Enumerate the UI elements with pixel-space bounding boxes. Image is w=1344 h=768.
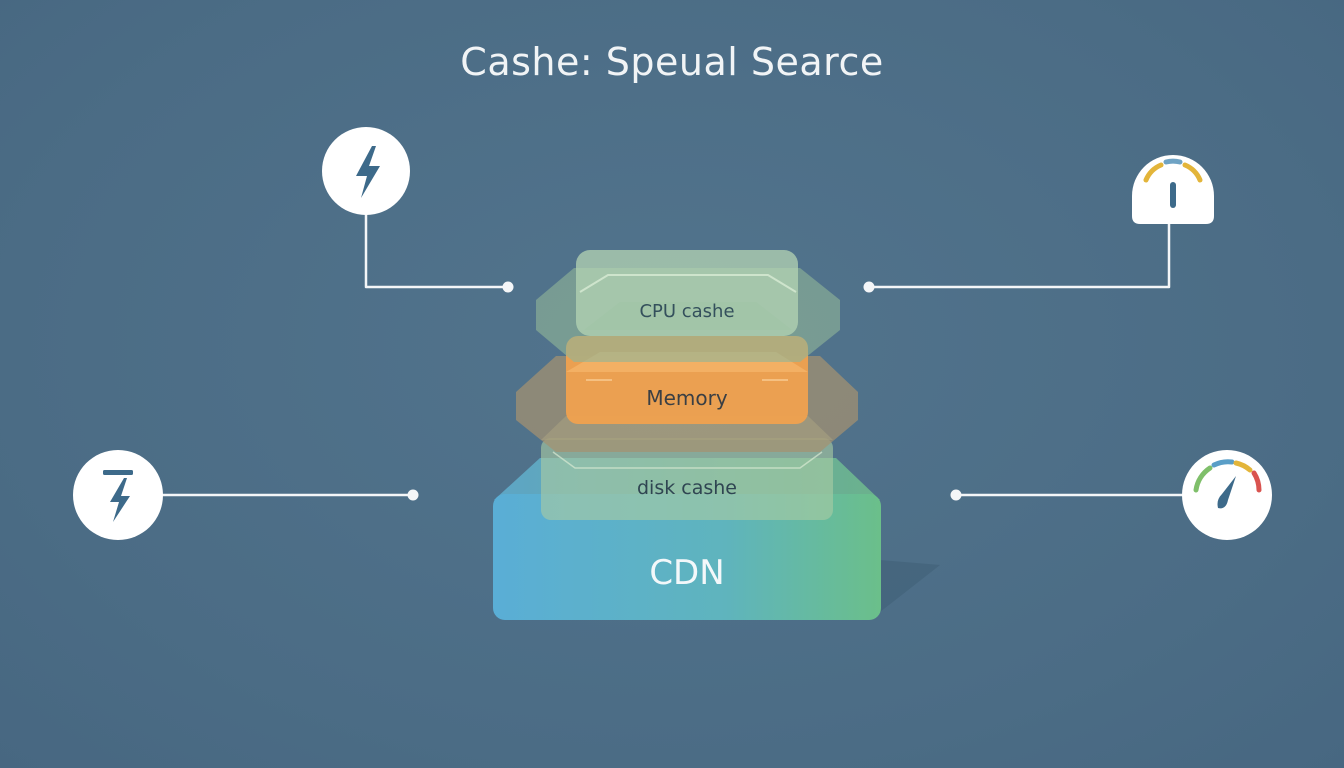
lightning-bar-icon [73, 450, 163, 540]
lightning-icon [322, 127, 410, 215]
connector-bottom-right [950, 489, 1184, 501]
connector-top-right [863, 224, 1171, 293]
connector-top-left [364, 200, 514, 293]
diagram-title: Cashe: Speual Searce [460, 40, 884, 84]
disk-cashe-label: disk cashe [637, 477, 737, 499]
speedometer-icon [1182, 450, 1272, 540]
layer-cpu-cashe: CPU cashe [576, 250, 798, 336]
memory-label: Memory [646, 386, 728, 410]
connector-bottom-left [160, 489, 419, 501]
cpu-cashe-label: CPU cashe [639, 301, 734, 322]
cdn-label: CDN [649, 553, 724, 593]
gauge-icon [1132, 155, 1214, 224]
